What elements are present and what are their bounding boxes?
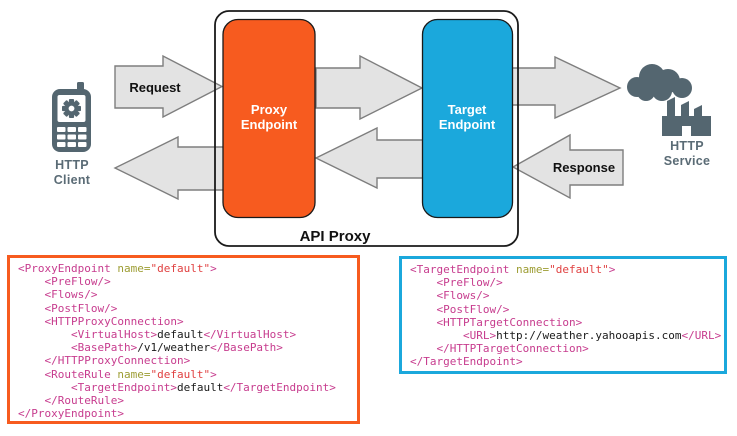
smoke-cloud-icon	[627, 64, 692, 101]
code-line: </HTTPProxyConnection>	[18, 354, 191, 368]
response-label: Response	[553, 160, 615, 175]
target-endpoint-label-line1: Target	[448, 102, 487, 117]
code-line: <PreFlow/>	[18, 275, 111, 289]
factory-building	[662, 97, 711, 136]
code-line: <PostFlow/>	[410, 302, 510, 316]
http-client-label-line1: HTTP	[55, 158, 89, 172]
target-endpoint-xml-snippet: <TargetEndpoint name="default"> <PreFlow…	[399, 256, 727, 374]
http-service-label-line1: HTTP	[670, 139, 704, 153]
code-line: </HTTPTargetConnection>	[410, 342, 589, 356]
code-line: <Flows/>	[18, 288, 98, 302]
target-to-proxy-arrow	[314, 126, 424, 190]
code-line: <ProxyEndpoint name="default">	[18, 262, 217, 275]
code-line: <BasePath>/v1/weather</BasePath>	[18, 341, 283, 355]
request-label: Request	[129, 80, 181, 95]
code-line: <HTTPTargetConnection>	[410, 315, 583, 329]
code-line: <HTTPProxyConnection>	[18, 314, 184, 328]
request-arrow	[114, 54, 224, 119]
proxy-to-target-arrow	[315, 54, 424, 121]
proxy-endpoint-label-line2: Endpoint	[241, 117, 298, 132]
code-line: </RouteRule>	[18, 394, 124, 408]
phone-keypad	[57, 127, 87, 147]
http-client-label-line2: Client	[54, 173, 91, 187]
api-proxy-label: API Proxy	[300, 228, 372, 245]
code-line: </ProxyEndpoint>	[18, 407, 124, 421]
gear-icon	[62, 99, 81, 118]
code-line: <PostFlow/>	[18, 301, 118, 315]
target-endpoint-box	[421, 18, 514, 219]
target-to-service-arrow	[511, 55, 622, 120]
code-line: <VirtualHost>default</VirtualHost>	[18, 328, 297, 342]
http-client-phone-icon	[52, 82, 91, 152]
response-arrow	[511, 133, 624, 200]
code-line: </TargetEndpoint>	[410, 355, 523, 369]
proxy-to-client-arrow	[113, 135, 228, 201]
http-service-label-line2: Service	[664, 154, 711, 168]
code-line: <TargetEndpoint name="default">	[410, 263, 616, 276]
proxy-endpoint-box	[222, 18, 316, 219]
target-endpoint-label-line2: Endpoint	[439, 117, 496, 132]
http-service-factory-icon	[627, 64, 711, 136]
code-line: <TargetEndpoint>default</TargetEndpoint>	[18, 380, 336, 394]
code-line: <RouteRule name="default">	[18, 367, 217, 381]
proxy-endpoint-xml-snippet: <ProxyEndpoint name="default"> <PreFlow/…	[7, 255, 360, 424]
flow-diagram: Request Response Proxy Endpoint Target E…	[52, 10, 711, 247]
code-line: <URL>http://weather.yahooapis.com</URL>	[410, 329, 722, 343]
api-proxy-container-border	[214, 10, 519, 247]
code-line: <PreFlow/>	[410, 276, 503, 290]
code-line: <Flows/>	[410, 289, 490, 303]
proxy-endpoint-label-line1: Proxy	[251, 102, 288, 117]
